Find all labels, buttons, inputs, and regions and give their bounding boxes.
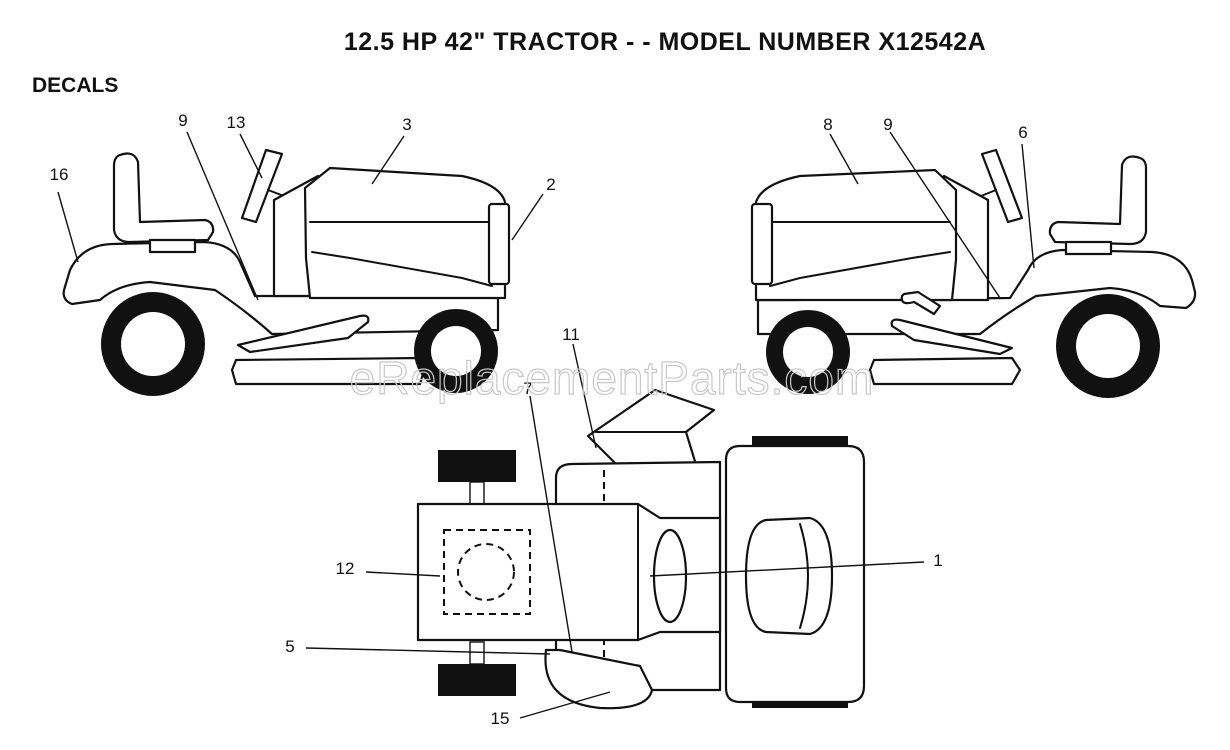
callout-13: 13 xyxy=(227,113,246,132)
callout-6: 6 xyxy=(1018,123,1027,142)
right-chassis xyxy=(756,248,1197,336)
top-rear-bag xyxy=(544,648,654,710)
callout-16: 16 xyxy=(50,165,69,184)
callout-7: 7 xyxy=(523,379,532,398)
top-seat xyxy=(744,516,834,636)
top-front-wheel-upper xyxy=(438,450,516,482)
top-front-wheel-lower xyxy=(438,664,516,696)
right-key-decal xyxy=(900,290,942,316)
callout-1: 1 xyxy=(933,551,942,570)
right-steering-wheel xyxy=(980,148,1024,224)
callout-11: 11 xyxy=(562,325,580,344)
left-seat-base xyxy=(148,238,197,254)
callout-12: 12 xyxy=(336,559,355,578)
right-mower-deck xyxy=(868,356,1022,386)
right-grille xyxy=(750,202,774,286)
left-tractor-side-view xyxy=(62,148,511,396)
section-label: DECALS xyxy=(32,74,119,97)
right-seat-base xyxy=(1064,240,1113,256)
tractor-top-view xyxy=(416,388,866,710)
diagram-title: 12.5 HP 42" TRACTOR - - MODEL NUMBER X12… xyxy=(343,28,987,56)
left-footrest xyxy=(236,314,370,354)
left-chassis xyxy=(62,240,500,336)
right-footrest xyxy=(890,318,1014,356)
callout-8: 8 xyxy=(823,115,832,134)
right-tractor-side-view xyxy=(750,148,1197,398)
left-steering-wheel xyxy=(240,148,284,224)
callout-2: 2 xyxy=(546,175,555,194)
callout-9-left: 9 xyxy=(178,111,187,130)
callout-15: 15 xyxy=(491,709,510,728)
callout-labels: 16 9 13 3 2 8 9 6 11 7 12 1 5 15 xyxy=(50,111,1028,728)
top-hood xyxy=(416,502,722,642)
top-engine-outline xyxy=(443,529,531,615)
left-seat xyxy=(112,152,215,244)
right-hood xyxy=(754,168,958,302)
watermark-text: eReplacementParts.com xyxy=(350,352,875,404)
callout-5: 5 xyxy=(285,637,294,656)
left-grille xyxy=(487,202,511,286)
right-seat xyxy=(1048,155,1148,246)
left-hood xyxy=(303,166,507,300)
callout-3: 3 xyxy=(402,115,411,134)
leader-lines xyxy=(57,131,1035,719)
callout-9-right: 9 xyxy=(883,115,892,134)
